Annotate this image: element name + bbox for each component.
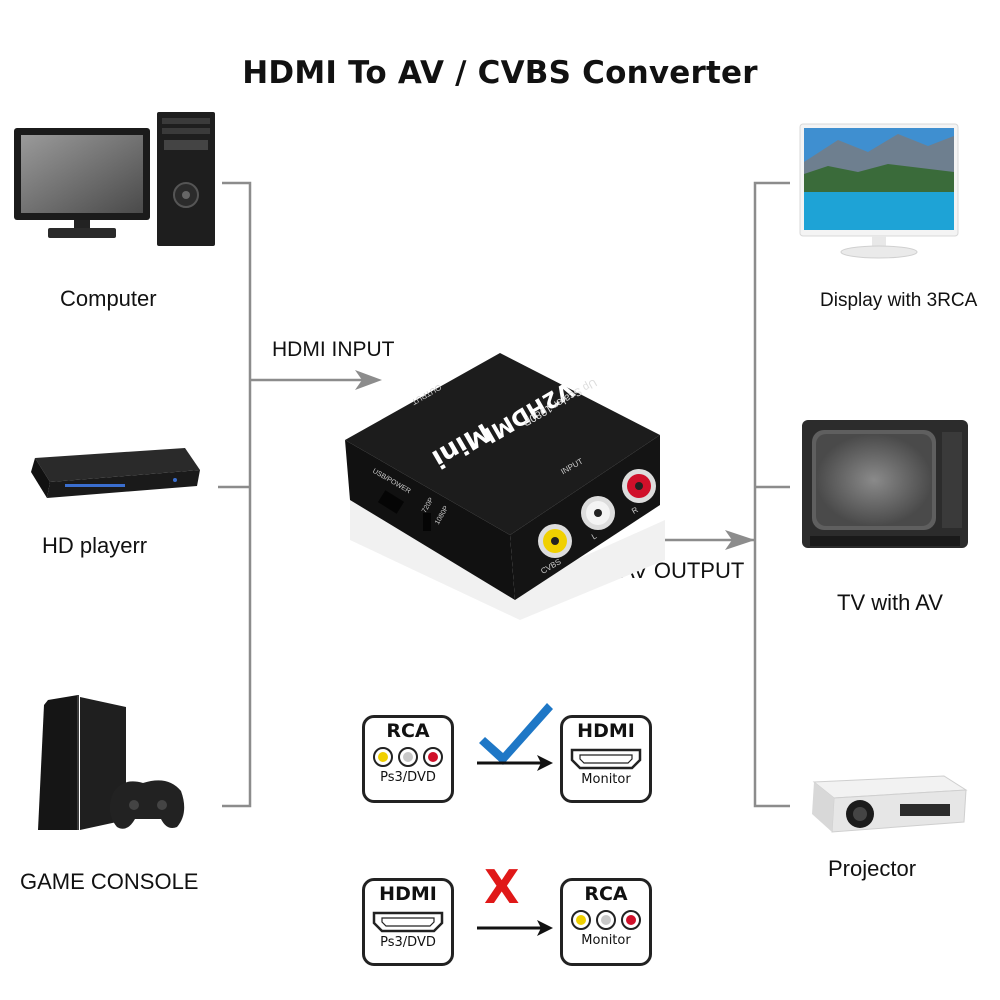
supported-from-sub: Ps3/DVD <box>380 770 436 785</box>
input-arrow-head <box>355 370 382 390</box>
hdmi-port-icon <box>372 911 444 933</box>
supported-from-card: RCA Ps3/DVD <box>362 715 454 803</box>
source-label-hd-player: HD playerr <box>42 533 148 558</box>
supported-to-card: HDMI Monitor <box>560 715 652 803</box>
supported-to-title: HDMI <box>577 720 635 742</box>
supported-from-title: RCA <box>386 720 430 742</box>
hdmi-input-label: HDMI INPUT <box>272 338 395 361</box>
cross-mark-icon: X <box>484 860 520 914</box>
monitor-icon <box>798 122 960 262</box>
output-label-tv: TV with AV <box>837 590 943 615</box>
output-label-display: Display with 3RCA <box>820 290 978 311</box>
source-label-computer: Computer <box>60 286 157 311</box>
unsupported-from-card: HDMI Ps3/DVD <box>362 878 454 966</box>
computer-tower-icon <box>12 110 222 250</box>
unsupported-from-sub: Ps3/DVD <box>380 935 436 950</box>
rca-jacks-icon <box>571 910 641 930</box>
output-label-projector: Projector <box>828 856 917 881</box>
projector-icon <box>804 770 969 840</box>
check-icon <box>477 703 553 771</box>
rca-jacks-icon <box>373 747 443 767</box>
unsupported-from-title: HDMI <box>379 883 437 905</box>
converter-device <box>335 345 675 620</box>
unsupported-to-title: RCA <box>584 883 628 905</box>
game-console-icon <box>38 695 188 835</box>
output-arrow-head <box>725 530 755 550</box>
blu-ray-player-icon <box>25 440 205 510</box>
unsupported-to-card: RCA Monitor <box>560 878 652 966</box>
unsupported-to-sub: Monitor <box>581 933 631 948</box>
crt-tv-icon <box>800 418 970 558</box>
page-title: HDMI To AV / CVBS Converter <box>242 55 758 91</box>
supported-to-sub: Monitor <box>581 772 631 787</box>
source-label-game-console: GAME CONSOLE <box>20 869 199 894</box>
hdmi-port-icon <box>570 748 642 770</box>
unsupported-arrow <box>477 920 553 936</box>
